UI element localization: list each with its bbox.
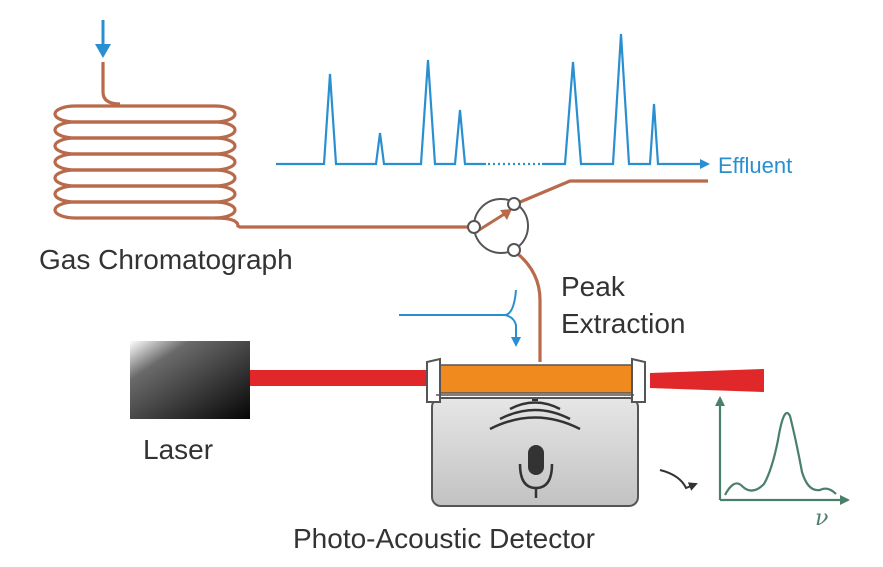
valve-arrow-icon — [500, 209, 512, 220]
laser-source — [130, 341, 250, 419]
chromatogram — [276, 33, 710, 169]
laser-beam-out — [650, 369, 764, 392]
effluent-tube — [512, 179, 708, 207]
nu-axis-label: ν — [815, 506, 828, 531]
peak-label-line1: Peak — [561, 271, 626, 302]
extraction-tube — [512, 248, 542, 362]
signal-arrow-icon — [659, 469, 698, 491]
microphone-icon — [518, 445, 554, 498]
gc-label: Gas Chromatograph — [39, 244, 293, 275]
pa-spectrum — [715, 396, 850, 505]
sound-wave-icon — [489, 399, 581, 431]
effluent-label: Effluent — [718, 153, 792, 178]
extracted-peak-trace — [399, 289, 521, 347]
gc-column-coil — [53, 62, 473, 229]
laser-label: Laser — [143, 434, 213, 465]
photo-acoustic-cell — [426, 357, 646, 507]
laser-beam-in — [250, 370, 430, 386]
peak-label-line2: Extraction — [561, 308, 686, 339]
detector-label: Photo-Acoustic Detector — [293, 523, 595, 554]
switching-valve — [467, 197, 529, 257]
inlet-arrow-icon — [95, 20, 111, 58]
